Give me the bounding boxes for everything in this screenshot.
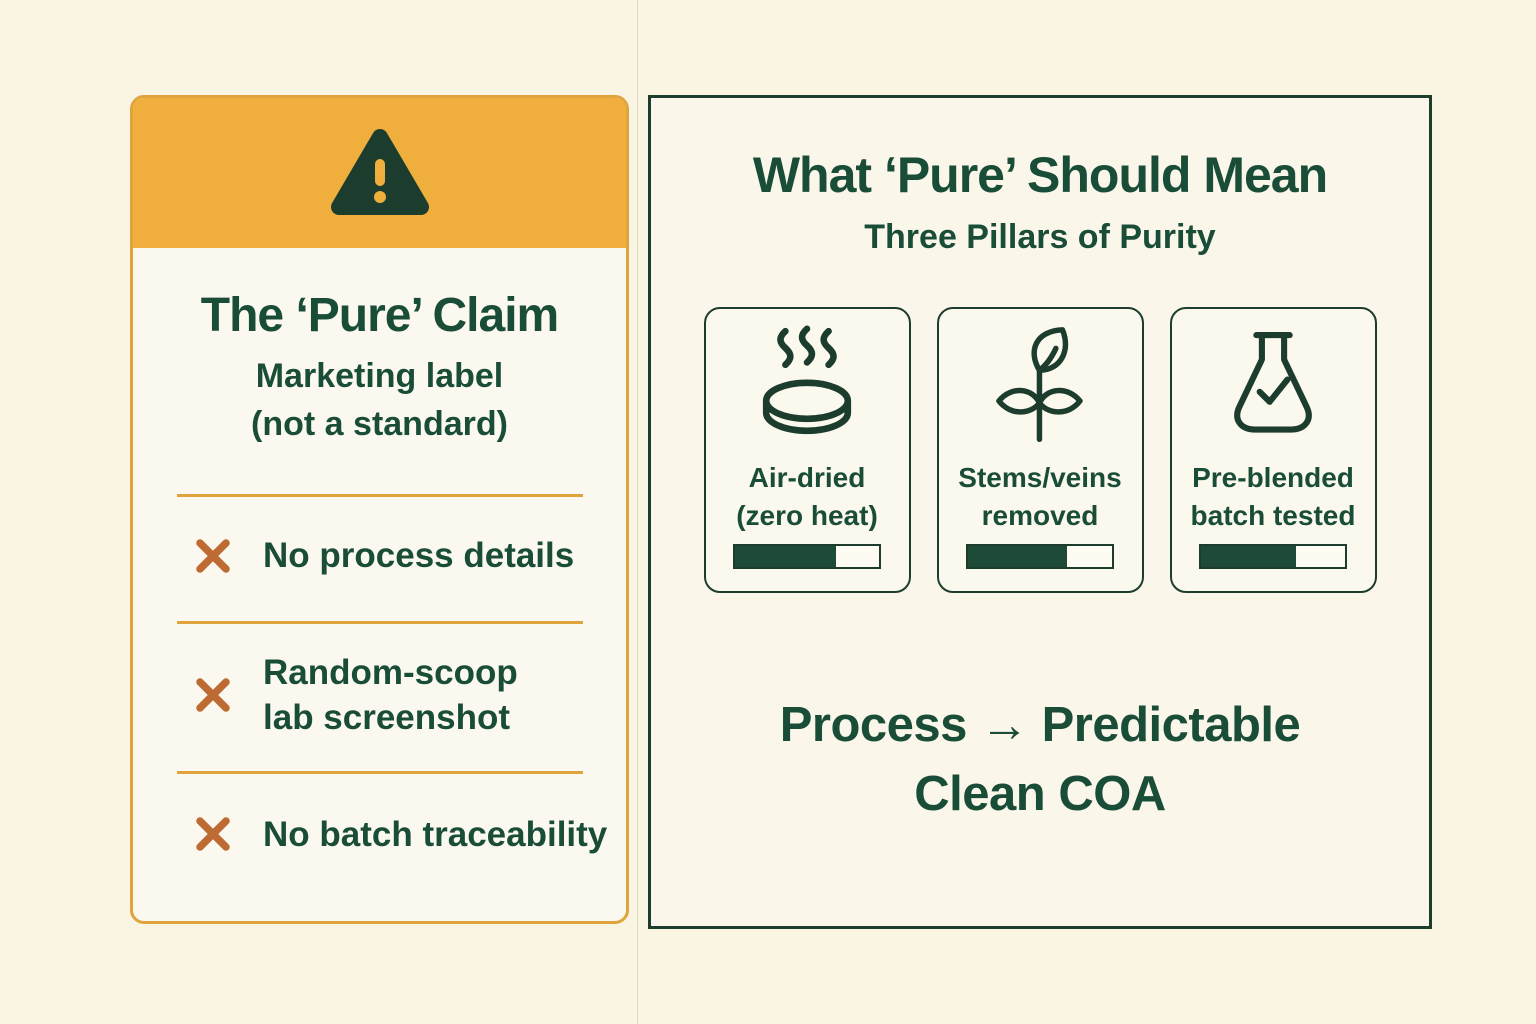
flask-check-icon	[1223, 309, 1323, 459]
plant-icon	[988, 309, 1092, 459]
pillar-label: Air-dried (zero heat)	[736, 462, 878, 532]
pillars-footer-line1: Process → Predictable	[779, 698, 1301, 752]
pillar-card-air-dried: Air-dried (zero heat)	[703, 307, 911, 593]
gold-divider	[176, 494, 583, 498]
purity-meter	[1199, 544, 1347, 569]
pillars-subtitle: Three Pillars of Purity	[864, 218, 1216, 256]
pillars-title: What ‘Pure’ Should Mean	[752, 147, 1328, 203]
pillars-footer: Process → Predictable Clean COA	[651, 691, 1429, 828]
pillars-footer-line2: Clean COA	[914, 766, 1166, 821]
purity-meter	[966, 544, 1114, 569]
gold-divider	[176, 770, 583, 774]
claim-panel: The ‘Pure’ Claim Marketing label (not a …	[130, 95, 629, 924]
pillar-label: Stems/veins removed	[958, 462, 1122, 532]
claim-panel-header	[133, 98, 626, 248]
x-icon	[193, 675, 233, 715]
pillars-panel: What ‘Pure’ Should Mean Three Pillars of…	[648, 95, 1432, 929]
claim-subtitle: Marketing label (not a standard)	[133, 353, 626, 448]
pillar-label: Pre-blended batch tested	[1190, 462, 1356, 532]
x-icon	[193, 814, 233, 854]
claim-item: No process details	[133, 533, 626, 579]
purity-meter-fill	[735, 546, 836, 567]
claim-subtitle-line1: Marketing label	[255, 357, 504, 395]
claim-item-label: No process details	[263, 536, 575, 576]
purity-meter	[733, 544, 881, 569]
warning-icon	[325, 125, 435, 221]
purity-meter-fill	[968, 546, 1068, 567]
pillar-card-batch-tested: Pre-blended batch tested	[1169, 307, 1377, 593]
claim-subtitle-line2: (not a standard)	[251, 404, 508, 443]
pillar-cards-row: Air-dried (zero heat)	[651, 307, 1429, 593]
claim-item: No batch traceability	[133, 812, 626, 858]
claim-item-label: No batch traceability	[263, 814, 608, 854]
steam-disc-icon	[741, 309, 873, 459]
purity-meter-fill	[1201, 546, 1297, 567]
claim-title: The ‘Pure’ Claim	[200, 289, 559, 342]
gold-divider	[176, 620, 583, 624]
pillar-card-stems-removed: Stems/veins removed	[936, 307, 1144, 593]
claim-item-label: Random-scoop lab screenshot	[263, 652, 518, 738]
claim-item: Random-scoop lab screenshot	[133, 650, 626, 741]
x-icon	[193, 536, 233, 576]
background-seam	[637, 0, 638, 1024]
